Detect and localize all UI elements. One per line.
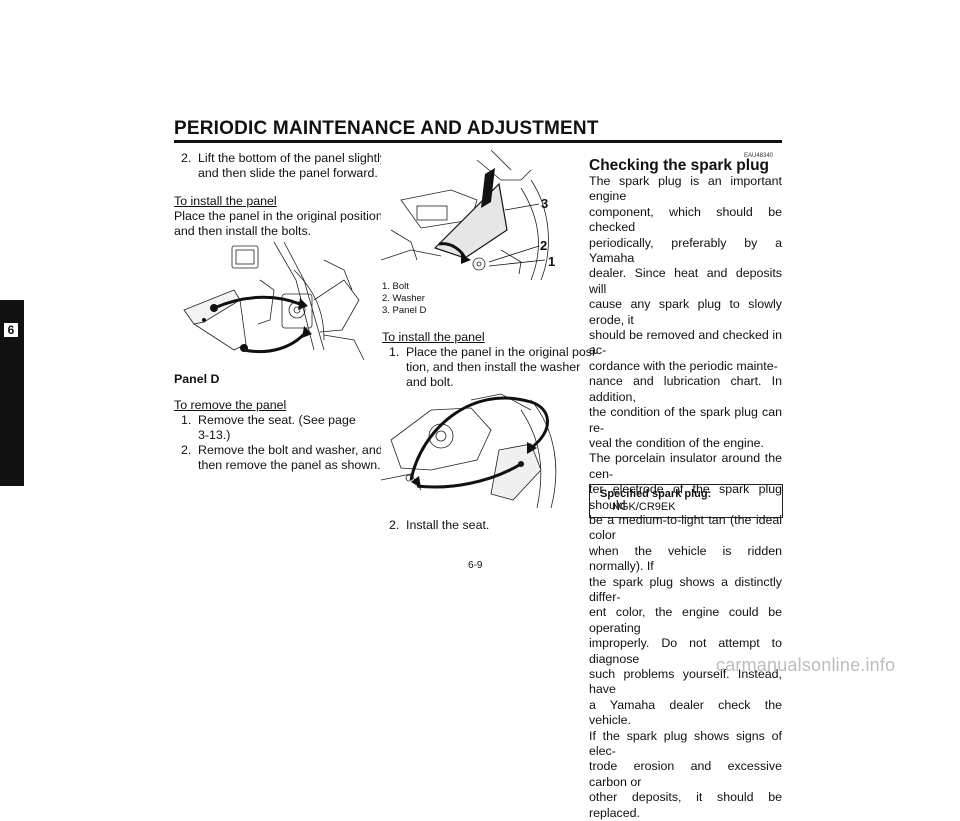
install-step-1: 1. Place the panel in the original posi-… (389, 345, 599, 391)
callout-1: 1 (548, 254, 556, 269)
paragraph-line: The spark plug is an important engine (589, 174, 782, 204)
chapter-tab-number: 6 (4, 323, 18, 337)
step-text: Install the seat. (406, 518, 490, 532)
bolt-washer-figure (381, 150, 577, 280)
legend-panel-d: 3. Panel D (382, 305, 427, 316)
page-number: 6-9 (468, 560, 483, 571)
paragraph-line: the spark plug shows a distinctly differ… (589, 574, 782, 604)
step-text: and then slide the panel forward. (198, 166, 378, 180)
paragraph-line: periodically, preferably by a Yamaha (589, 235, 782, 266)
page-title: PERIODIC MAINTENANCE AND ADJUSTMENT (174, 118, 599, 139)
paragraph-line: ter electrode of the spark plug should (589, 482, 782, 512)
remove-heading: To remove the panel (174, 398, 287, 412)
spec-label: Specified spark plug: (600, 488, 712, 500)
install-step-2: 2. Install the seat. (389, 518, 579, 534)
remove-step-1: 1. Remove the seat. (See page 3-13.) (181, 413, 371, 445)
remove-step-2: 2. Lift the bottom of the panel slightly… (181, 151, 389, 183)
step-text: Remove the bolt and washer, and (198, 443, 383, 457)
step-number: 1. (389, 345, 400, 359)
paragraph-line: improperly. Do not attempt to diagnose (589, 636, 782, 666)
install-heading: To install the panel (174, 194, 277, 208)
section-title: Checking the spark plug (589, 157, 770, 174)
install-text-line: Place the panel in the original position… (174, 209, 387, 223)
install-figure (381, 390, 577, 508)
legend-washer: 2. Washer (382, 293, 425, 304)
panel-d-shape (433, 182, 508, 259)
step-text: Place the panel in the original posi- (406, 345, 599, 359)
spec-value: NGK/CR9EK (612, 501, 676, 513)
paragraph-line: when the vehicle is ridden normally). If (589, 543, 782, 574)
step-text: then remove the panel as shown. (198, 458, 381, 472)
watermark-footer: carmanualsonline.info (716, 655, 896, 675)
figure-caption: Panel D (174, 372, 220, 386)
paragraph-line: other deposits, it should be replaced. (589, 790, 782, 820)
step-text: and bolt. (406, 375, 454, 389)
panel-d-figure (174, 240, 370, 364)
paragraph-line: component, which should be checked (589, 204, 782, 235)
paragraph-line: nance and lubrication chart. In addition… (589, 374, 782, 404)
paragraph-line: ent color, the engine could be operating (589, 605, 782, 635)
step-number: 2. (181, 443, 192, 457)
step-text: Lift the bottom of the panel slightly, (198, 151, 389, 165)
remove-step-2b: 2. Remove the bolt and washer, and then … (181, 443, 383, 475)
paragraph-line: cause any spark plug to slowly erode, it (589, 297, 782, 327)
paragraph-line: be a medium-to-light tan (the ideal colo… (589, 512, 782, 543)
paragraph-line: should be removed and checked in ac- (589, 328, 782, 358)
paragraph-line: veal the condition of the engine. (589, 435, 764, 450)
callout-3: 3 (541, 196, 549, 211)
paragraph-line: cordance with the periodic mainte- (589, 358, 778, 373)
paragraph-line: If the spark plug shows signs of elec- (589, 728, 782, 759)
spec-box: Specified spark plug: NGK/CR9EK (589, 484, 783, 518)
install-text-line: and then install the bolts. (174, 224, 312, 238)
step-number: 2. (181, 151, 192, 165)
step-number: 1. (181, 413, 192, 427)
paragraph-line: dealer. Since heat and deposits will (589, 266, 782, 296)
paragraph-line: trode erosion and excessive carbon or (589, 759, 782, 789)
paragraph-line: a Yamaha dealer check the vehicle. (589, 697, 782, 728)
step-text: 3-13.) (198, 428, 231, 442)
paragraph-line: The porcelain insulator around the cen- (589, 451, 782, 481)
legend-bolt: 1. Bolt (382, 281, 409, 292)
step-number: 2. (389, 518, 400, 532)
doc-code: EAU48340 (744, 153, 774, 159)
paragraph-line: the condition of the spark plug can re- (589, 405, 782, 435)
step-text: tion, and then install the washer (406, 360, 581, 374)
install-heading-2: To install the panel (382, 330, 485, 344)
callout-2: 2 (540, 238, 548, 253)
step-text: Remove the seat. (See page (198, 413, 356, 427)
header-rule (174, 140, 782, 143)
